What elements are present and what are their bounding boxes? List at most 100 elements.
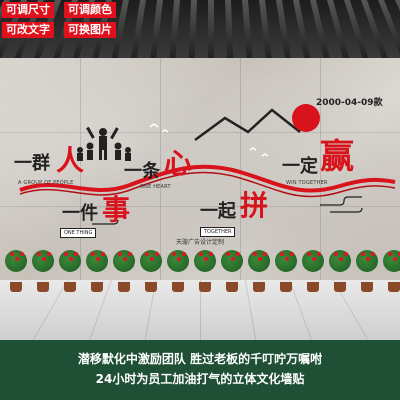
plant-pot [91, 282, 103, 292]
red-flower [96, 257, 100, 261]
red-flower [145, 252, 149, 256]
slogan-5-keyword: 拼 [240, 189, 269, 222]
potted-plant [383, 250, 400, 272]
red-flower [20, 252, 24, 256]
red-flower [361, 252, 365, 256]
plant-pot [334, 282, 346, 292]
red-flower [398, 252, 400, 256]
plant-pot [280, 282, 292, 292]
tag-edit-text: 可改文字 [2, 22, 54, 38]
slogan-5-english: TOGETHER [200, 227, 236, 237]
slogan-4-keyword: 事 [102, 193, 131, 226]
red-flower [263, 252, 267, 256]
red-flower [226, 252, 230, 256]
plant-pot [145, 282, 157, 292]
red-flower [101, 252, 105, 256]
wall-seam [320, 58, 321, 280]
slogan-4-english: ONE THING [60, 228, 97, 238]
red-flower [312, 257, 316, 261]
runners-silhouette [77, 126, 131, 161]
red-sun [292, 104, 320, 132]
wall-seam [80, 58, 81, 280]
red-flower [182, 252, 186, 256]
red-flower [177, 257, 181, 261]
plant-pot [64, 282, 76, 292]
ceiling-slat [208, 0, 214, 58]
floor-tile-seam [200, 280, 201, 340]
red-flower [334, 252, 338, 256]
wall-seam [160, 58, 161, 280]
red-flower [123, 257, 127, 261]
red-flower [69, 257, 73, 261]
red-flower [290, 252, 294, 256]
red-flower [118, 252, 122, 256]
red-flower [64, 252, 68, 256]
red-flower [236, 252, 240, 256]
red-flower [393, 257, 397, 261]
plant-pot [361, 282, 373, 292]
wall-seam [0, 132, 400, 133]
slogan-3-keyword: 赢 [320, 137, 354, 177]
date-code: 2000-04-09款 [316, 98, 383, 108]
slogan-1-prefix: 一群 [14, 153, 50, 174]
slogan-5-prefix: 一起 [200, 201, 236, 222]
caption-bar: 潜移默化中激励团队 胜过老板的千叮咛万嘱咐 24小时为员工加油打气的立体文化墙贴 [0, 340, 400, 400]
tag-resize: 可调尺寸 [2, 2, 54, 18]
red-flower [15, 257, 19, 261]
red-flower [339, 257, 343, 261]
wall-seam [240, 58, 241, 280]
slogan-3-english: WIN TOGETHER [286, 180, 328, 186]
slogan-4-prefix: 一件 [62, 203, 98, 224]
red-flower [366, 257, 370, 261]
red-flower [280, 252, 284, 256]
red-flower [253, 252, 257, 256]
slogan-2-prefix: 一条 [124, 161, 160, 182]
plant-pot [199, 282, 211, 292]
red-flower [344, 252, 348, 256]
plant-pot [172, 282, 184, 292]
red-flower [209, 252, 213, 256]
red-flower [258, 257, 262, 261]
red-flower [307, 252, 311, 256]
caption-line-1: 潜移默化中激励团队 胜过老板的千叮咛万嘱咐 [77, 352, 323, 366]
red-flower [42, 257, 46, 261]
plant-pot [226, 282, 238, 292]
red-flower [199, 252, 203, 256]
mountain-outline [194, 108, 301, 142]
marble-wall [0, 58, 400, 280]
plant-pot [388, 282, 400, 292]
red-wave-line [19, 164, 396, 193]
red-wave-shadow [19, 171, 396, 198]
plant-pot [118, 282, 130, 292]
plant-pot [253, 282, 265, 292]
slogan-2-english: ONE HEART [140, 184, 171, 190]
red-flower [204, 257, 208, 261]
red-flower [10, 252, 14, 256]
red-flower [231, 257, 235, 261]
slogan-3-prefix: 一定 [282, 156, 318, 177]
red-flower [155, 252, 159, 256]
slogan-1-keyword: 人 [56, 144, 85, 177]
red-flower [371, 252, 375, 256]
red-flower [172, 252, 176, 256]
plant-pot [307, 282, 319, 292]
cloud-lines [92, 196, 363, 225]
red-flower [37, 252, 41, 256]
red-flower [91, 252, 95, 256]
red-flower [317, 252, 321, 256]
red-flower [388, 252, 392, 256]
birds [149, 123, 269, 157]
red-flower [128, 252, 132, 256]
tag-recolor: 可调颜色 [64, 2, 116, 18]
caption-line-2: 24小时为员工加油打气的立体文化墙贴 [95, 372, 305, 386]
tag-swap-image: 可换图片 [64, 22, 116, 38]
slogan-2-keyword: 心 [164, 147, 193, 180]
red-flower [150, 257, 154, 261]
plant-pot [10, 282, 22, 292]
slogan-1-english: A GROUP OF PEOPLE [18, 180, 74, 186]
red-flower [285, 257, 289, 261]
designer-credit: 天璇广告设计定制 [176, 239, 225, 246]
red-flower [47, 252, 51, 256]
